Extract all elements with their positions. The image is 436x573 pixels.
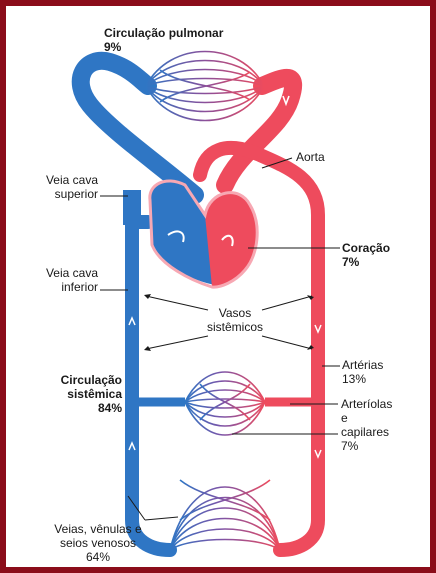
heart-arrow-left: [221, 234, 234, 247]
label-arterioles-2: e: [341, 411, 348, 425]
leader-lines: [100, 157, 340, 521]
label-arteries: Artérias: [342, 358, 384, 372]
label-vcs-2: superior: [54, 187, 98, 201]
arrow-pulmonary-left: [101, 81, 109, 93]
label-pulmonary-pct: 9%: [104, 40, 122, 54]
pulmonary-vein: [216, 68, 303, 194]
label-vessels-1: Vasos: [218, 306, 252, 320]
label-veins-1: Veias, vênulas e: [54, 522, 142, 536]
label-systemic-2: sistêmica: [67, 387, 122, 401]
pulmonary-artery: [71, 51, 204, 204]
label-arteries-pct: 13%: [342, 372, 367, 386]
systemic-vessels: [123, 140, 325, 557]
arrow-vein-2: [128, 441, 136, 451]
heart: [148, 179, 259, 289]
label-heart-pct: 7%: [342, 255, 360, 269]
label-systemic-1: Circulação: [60, 373, 122, 387]
leader-aorta: [261, 157, 293, 169]
label-veins-pct: 64%: [85, 550, 111, 564]
leader-vessels-ru: [261, 295, 313, 311]
leader-vessels-ll: [145, 335, 209, 350]
leader-veins-a: [144, 516, 179, 521]
label-vessels-2: sistêmicos: [206, 320, 263, 334]
label-systemic-pct: 84%: [97, 401, 122, 415]
leader-vessels-lu: [145, 295, 209, 311]
pulmonary-circuit: [71, 50, 303, 204]
arrow-vein-1: [128, 316, 136, 326]
arrow-pulmonary-right: [282, 95, 290, 107]
label-vci-1: Veia cava: [45, 266, 98, 280]
systemic-capillary-bed-upper: [132, 371, 318, 436]
heart-left-side: [205, 192, 258, 288]
arrow-artery-2: [314, 449, 322, 459]
vena-cava: [125, 215, 177, 557]
arrow-artery-1: [314, 324, 322, 334]
label-arterioles-1: Arteríolas: [341, 397, 393, 411]
label-vci-2: inferior: [61, 280, 98, 294]
label-heart-title: Coração: [342, 241, 391, 255]
heart-wall: [148, 179, 259, 289]
label-arterioles-pct: 7%: [341, 439, 359, 453]
label-arterioles-3: capilares: [341, 425, 390, 439]
label-veins-2: seios venosos: [59, 536, 137, 550]
heart-arrow-right: [167, 230, 185, 243]
aorta: [193, 140, 325, 557]
label-vcs-1: Veia cava: [45, 173, 98, 187]
label-pulmonary-title: Circulação pulmonar: [104, 26, 224, 40]
leader-veins-b: [127, 495, 146, 521]
label-aorta: Aorta: [296, 150, 325, 164]
leader-arrowheads: [144, 294, 314, 351]
leader-vessels-rl: [261, 335, 313, 350]
pulmonary-capillary-bed: [145, 50, 265, 122]
systemic-capillary-bed-lower: [169, 479, 281, 551]
